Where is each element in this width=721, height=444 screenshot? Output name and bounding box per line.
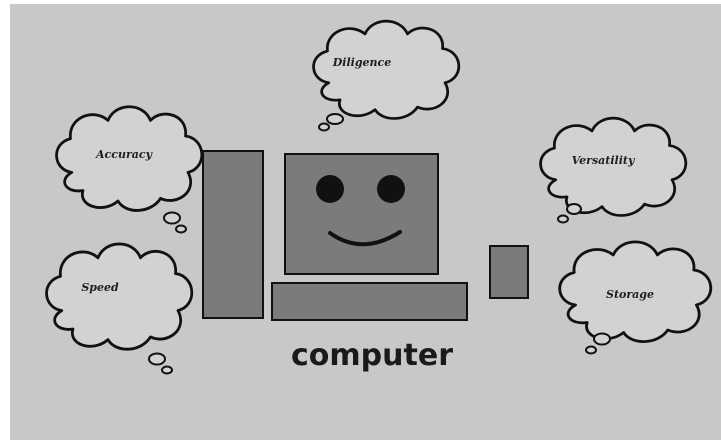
monitor [285,154,438,274]
computer-label: computer [291,338,453,373]
cloud-label-accuracy: Accuracy [95,148,154,161]
cpu-tower [203,151,263,318]
keyboard [272,283,467,320]
mouse-device [490,246,528,298]
left-eye [316,175,344,203]
cloud-label-speed: Speed [81,281,119,294]
cloud-label-versatility: Versatility [572,154,636,167]
cloud-label-storage: Storage [606,288,654,301]
cloud-label-diligence: Diligence [332,56,391,69]
right-eye [377,175,405,203]
